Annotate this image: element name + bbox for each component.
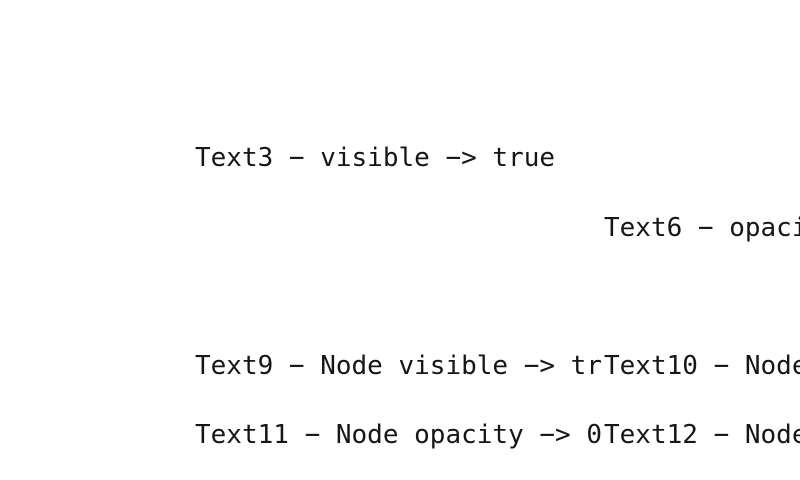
text-node-text6: Text6 − opacit bbox=[604, 213, 800, 243]
text-node-text12: Text12 − Node bbox=[604, 420, 800, 450]
text-node-text11: Text11 − Node opacity −> 0 bbox=[195, 420, 602, 450]
text-node-text9: Text9 − Node visible −> tru bbox=[195, 351, 604, 381]
text-node-text10: Text10 − Node bbox=[604, 351, 800, 381]
text-node-text3: Text3 − visible −> true bbox=[195, 143, 556, 173]
